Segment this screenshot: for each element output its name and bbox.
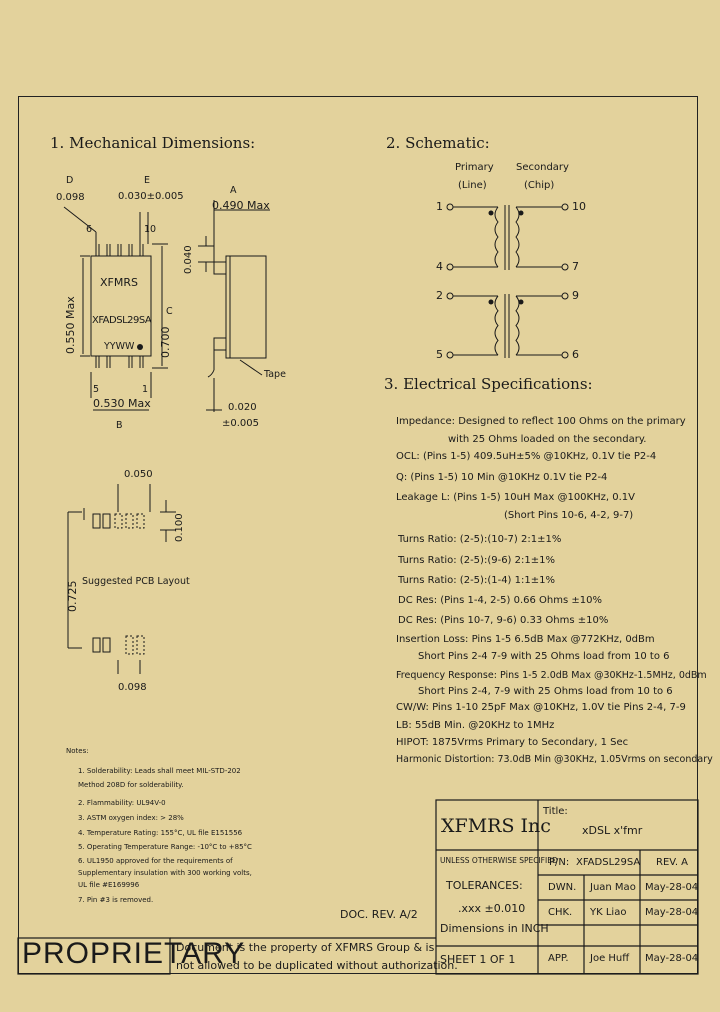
spec-line: Q: (Pins 1-5) 10 Min @10KHz 0.1V tie P2-… bbox=[396, 472, 608, 483]
app-name: Joe Huff bbox=[590, 953, 630, 964]
spec-line: with 25 Ohms loaded on the secondary. bbox=[448, 434, 647, 445]
doc-revision: DOC. REV. A/2 bbox=[340, 908, 418, 921]
electrical-specifications-title: 3. Electrical Specifications: bbox=[384, 375, 593, 393]
spec-line: Short Pins 2-4 7-9 with 25 Ohms load fro… bbox=[418, 651, 670, 662]
spec-line: Frequency Response: Pins 1-5 2.0dB Max @… bbox=[396, 670, 707, 681]
dim-a-value: 0.490 Max bbox=[212, 199, 270, 212]
pin-right-6: 6 bbox=[572, 348, 579, 361]
spec-line: Turns Ratio: (2-5):(10-7) 2:1±1% bbox=[398, 534, 562, 545]
spec-line: Insertion Loss: Pins 1-5 6.5dB Max @772K… bbox=[396, 634, 655, 645]
note-item: Supplementary insulation with 300 workin… bbox=[78, 869, 252, 877]
note-item: 6. UL1950 approved for the requirements … bbox=[78, 857, 233, 865]
spec-line: CW/W: Pins 1-10 25pF Max @10KHz, 1.0V ti… bbox=[396, 702, 686, 713]
dwn-name: Juan Mao bbox=[590, 882, 636, 893]
dim-lead-020: 0.020 bbox=[228, 402, 257, 413]
note-item: 7. Pin #3 is removed. bbox=[78, 896, 154, 904]
pcb-caption: Suggested PCB Layout bbox=[82, 576, 190, 587]
pcb-pad-height: 0.100 bbox=[174, 513, 185, 542]
dimensions-unit: Dimensions in INCH bbox=[440, 922, 549, 935]
spec-line: LB: 55dB Min. @20KHz to 1MHz bbox=[396, 720, 555, 731]
dim-e-value: 0.030±0.005 bbox=[118, 191, 184, 202]
pin-5-label: 5 bbox=[93, 384, 100, 395]
unless-otherwise: UNLESS OTHERWISE SPECIFIED bbox=[440, 856, 558, 865]
dim-e-label: E bbox=[144, 175, 151, 186]
chip-part-number: XFADSL29SA bbox=[92, 315, 152, 326]
company-name: XFMRS Inc bbox=[441, 815, 551, 837]
spec-line: Impedance: Designed to reflect 100 Ohms … bbox=[396, 416, 686, 427]
chk-date: May-28-04 bbox=[645, 907, 699, 918]
spec-line: Leakage L: (Pins 1-5) 10uH Max @100KHz, … bbox=[396, 492, 635, 503]
pcb-pitch: 0.050 bbox=[124, 469, 153, 480]
drawing-frame bbox=[18, 96, 698, 974]
schematic-title: 2. Schematic: bbox=[386, 134, 490, 152]
rev-value: REV. A bbox=[656, 857, 689, 868]
spec-line: DC Res: (Pins 1-4, 2-5) 0.66 Ohms ±10% bbox=[398, 595, 602, 606]
tape-label: Tape bbox=[264, 369, 286, 380]
dim-b-label: B bbox=[116, 420, 123, 431]
proprietary-line-2: not allowed to be duplicated without aut… bbox=[176, 959, 458, 972]
note-item: 5. Operating Temperature Range: -10°C to… bbox=[78, 843, 252, 851]
dwn-label: DWN. bbox=[548, 882, 577, 893]
chip-date-code: YYWW bbox=[104, 341, 135, 352]
pn-value: XFADSL29SA bbox=[576, 857, 641, 868]
dim-height-max: 0.550 Max bbox=[64, 296, 77, 354]
proprietary-label: PROPRIETARY bbox=[22, 937, 246, 970]
app-date: May-28-04 bbox=[645, 953, 699, 964]
pin-10-label: 10 bbox=[144, 224, 157, 235]
spec-line: Harmonic Distortion: 73.0dB Min @30KHz, … bbox=[396, 754, 713, 765]
note-item: 3. ASTM oxygen index: > 28% bbox=[78, 814, 184, 822]
pin-left-5: 5 bbox=[436, 348, 443, 361]
title-value: xDSL x'fmr bbox=[582, 824, 643, 837]
pin-6-label: 6 bbox=[86, 224, 93, 235]
note-item: Method 208D for solderability. bbox=[78, 781, 184, 789]
spec-line: Short Pins 2-4, 7-9 with 25 Ohms load fr… bbox=[418, 686, 673, 697]
dim-a-label: A bbox=[230, 185, 237, 196]
pn-label: P/N: bbox=[549, 857, 570, 868]
notes-heading: Notes: bbox=[66, 747, 89, 755]
dim-height-c: 0.700 bbox=[159, 326, 172, 359]
pin-right-10: 10 bbox=[572, 200, 586, 213]
dim-d-label: D bbox=[66, 175, 74, 186]
tolerances-label: TOLERANCES: bbox=[446, 879, 523, 892]
dim-c-label: C bbox=[166, 306, 173, 317]
pin-left-4: 4 bbox=[436, 260, 443, 273]
pcb-span: 0.725 bbox=[66, 580, 79, 613]
title-label: Title: bbox=[543, 806, 568, 817]
pin-left-1: 1 bbox=[436, 200, 443, 213]
mechanical-dimensions-title: 1. Mechanical Dimensions: bbox=[50, 134, 256, 152]
dim-side-040: 0.040 bbox=[183, 245, 194, 274]
pin-left-2: 2 bbox=[436, 289, 443, 302]
pcb-pad-width: 0.098 bbox=[118, 682, 147, 693]
dim-d-value: 0.098 bbox=[56, 192, 85, 203]
spec-line: Turns Ratio: (2-5):(1-4) 1:1±1% bbox=[398, 575, 555, 586]
note-item: 4. Temperature Rating: 155°C, UL file E1… bbox=[78, 829, 243, 837]
dwn-date: May-28-04 bbox=[645, 882, 699, 893]
note-item: 1. Solderability: Leads shall meet MIL-S… bbox=[78, 767, 241, 775]
secondary-label: Secondary bbox=[516, 162, 569, 173]
chip-brand: XFMRS bbox=[100, 276, 138, 289]
secondary-sub-label: (Chip) bbox=[524, 180, 555, 191]
proprietary-line-1: Document is the property of XFMRS Group … bbox=[176, 941, 435, 954]
pin-right-7: 7 bbox=[572, 260, 579, 273]
dim-lead-tolerance: ±0.005 bbox=[222, 418, 260, 429]
spec-line: DC Res: (Pins 10-7, 9-6) 0.33 Ohms ±10% bbox=[398, 615, 609, 626]
dim-width-max: 0.530 Max bbox=[93, 397, 151, 410]
chk-name: YK Liao bbox=[590, 907, 627, 918]
chk-label: CHK. bbox=[548, 907, 573, 918]
pin-right-9: 9 bbox=[572, 289, 579, 302]
primary-label: Primary bbox=[455, 162, 494, 173]
spec-line: HIPOT: 1875Vrms Primary to Secondary, 1 … bbox=[396, 737, 629, 748]
note-item: 2. Flammability: UL94V-0 bbox=[78, 799, 166, 807]
sheet-number: SHEET 1 OF 1 bbox=[440, 953, 516, 966]
note-item: UL file #E169996 bbox=[78, 881, 140, 889]
spec-line: (Short Pins 10-6, 4-2, 9-7) bbox=[504, 510, 634, 521]
tolerance-value: .xxx ±0.010 bbox=[458, 902, 526, 915]
primary-sub-label: (Line) bbox=[458, 180, 487, 191]
pin-1-label: 1 bbox=[142, 384, 149, 395]
spec-line: Turns Ratio: (2-5):(9-6) 2:1±1% bbox=[398, 555, 555, 566]
app-label: APP. bbox=[548, 953, 569, 964]
spec-line: OCL: (Pins 1-5) 409.5uH±5% @10KHz, 0.1V … bbox=[396, 451, 657, 462]
